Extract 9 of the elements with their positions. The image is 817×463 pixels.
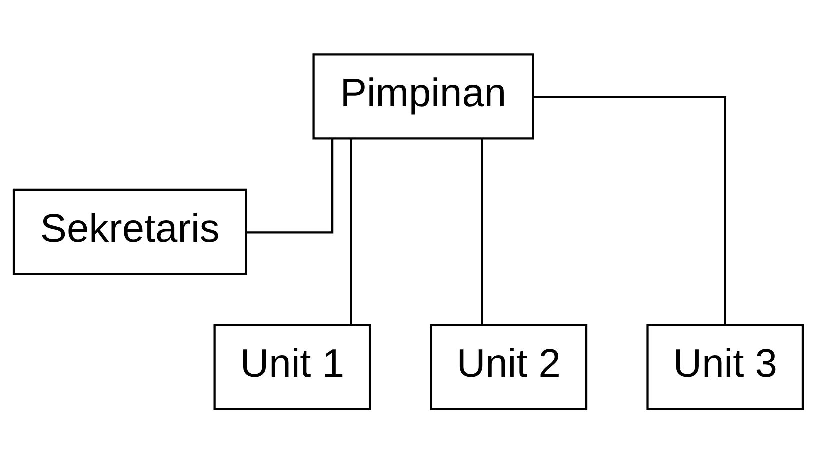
node-box: Sekretaris (12, 188, 248, 275)
connector (246, 138, 334, 234)
connector (350, 138, 352, 324)
connector (533, 96, 726, 325)
node-box: Pimpinan (312, 53, 534, 140)
node-box: Unit 2 (430, 324, 588, 410)
node-box: Unit 1 (214, 324, 372, 410)
connector (481, 138, 484, 324)
node-box: Unit 3 (646, 324, 804, 410)
